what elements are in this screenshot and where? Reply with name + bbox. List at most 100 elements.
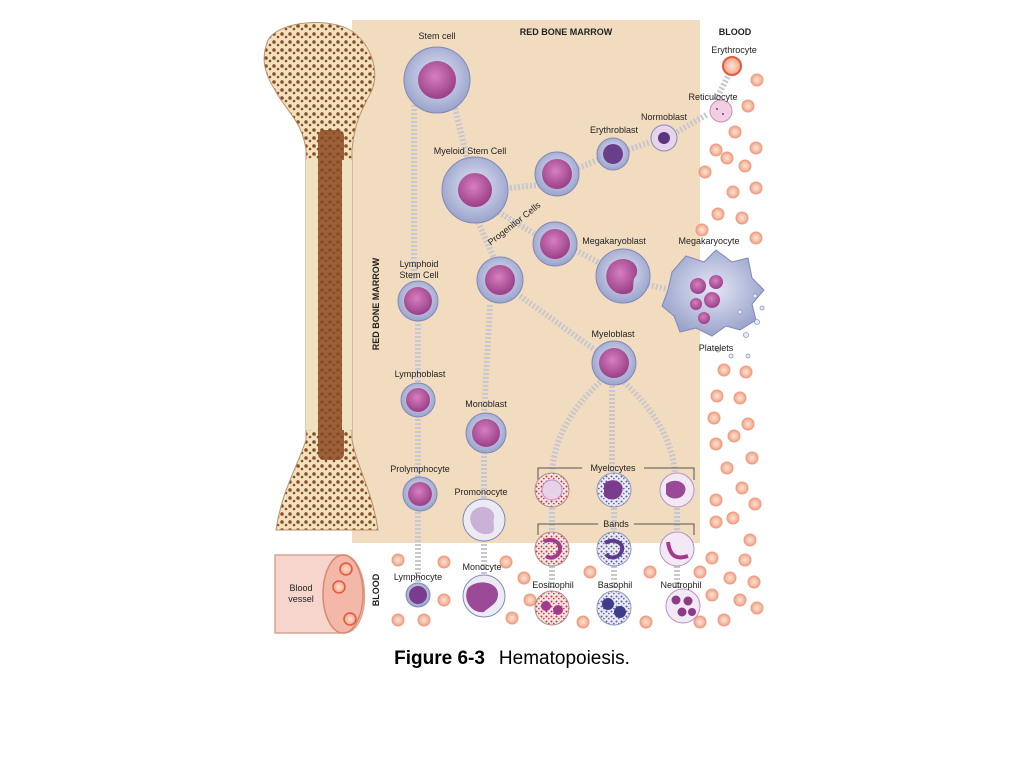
red-blood-cell [733,593,747,607]
normoblast [650,124,678,152]
red-blood-cell [709,437,723,451]
red-blood-cell [745,451,759,465]
red-blood-cell [749,231,763,245]
red-blood-cell [747,575,761,589]
monoblast [465,412,507,454]
label-monoblast: Monoblast [465,399,507,409]
red-blood-cell [711,207,725,221]
red-blood-cell [499,555,513,569]
myelocyte-eosinophilic [534,472,570,508]
red-blood-cells [391,73,764,629]
label-promonocyte: Promonocyte [454,487,507,497]
side-label-blood: BLOOD [371,573,381,606]
red-blood-cell [710,389,724,403]
red-blood-cell [698,165,712,179]
red-blood-cell [749,181,763,195]
label-myeloblast: Myeloblast [591,329,635,339]
red-blood-cell [709,515,723,529]
myeloid-stem-cell [441,156,509,224]
erythroblast [596,137,630,171]
label-lymphoblast: Lymphoblast [395,369,446,379]
red-blood-cell [748,497,762,511]
red-blood-cell [739,365,753,379]
megakaryoblast [595,248,651,304]
red-blood-cell [437,593,451,607]
red-blood-cell [717,363,731,377]
band-basophilic [596,531,632,567]
band-neutrophilic [659,531,695,567]
platelets [715,293,765,359]
lineage-connectors [411,74,731,590]
figure-caption: Figure 6-3 Hematopoiesis. [0,648,1024,670]
side-label-red-bone-marrow: RED BONE MARROW [371,257,381,350]
red-blood-cell [693,615,707,629]
figure-title: Hematopoiesis. [498,648,630,669]
red-blood-cell [726,185,740,199]
red-blood-cell [738,159,752,173]
header-red-bone-marrow: RED BONE MARROW [520,27,613,37]
label-bands: Bands [603,519,629,529]
megakaryocyte [661,249,765,337]
red-blood-cell [517,571,531,585]
monocyte [462,574,506,618]
neutrophil [665,588,701,624]
label-lymphoid-stem-cell-line2: Stem Cell [399,270,438,280]
lymphoblast [400,382,436,418]
red-blood-cell [741,417,755,431]
red-blood-cell [743,533,757,547]
red-blood-cell [723,571,737,585]
label-blood-vessel-line2: vessel [288,594,314,604]
red-blood-cell [693,565,707,579]
label-lymphoid-stem-cell-line1: Lymphoid [400,259,439,269]
band-eosinophilic [534,531,570,567]
promonocyte [462,498,506,542]
lymphoid-stem-cell [397,280,439,322]
red-blood-cell [720,151,734,165]
red-blood-cell [707,411,721,425]
red-blood-cell [741,99,755,113]
red-blood-cell [437,555,451,569]
myeloblast [591,340,637,386]
red-blood-cell [639,615,653,629]
erythrocyte [722,56,742,76]
red-blood-cell [727,429,741,443]
basophil [596,590,632,626]
red-blood-cell [417,613,431,627]
prolymphocyte [402,476,438,512]
red-blood-cell [735,211,749,225]
red-blood-cell [705,588,719,602]
label-lymphocyte: Lymphocyte [394,572,442,582]
hematopoiesis-diagram: RED BONE MARROW BLOOD RED BONE MARROW BL… [263,20,765,634]
red-blood-cell [583,565,597,579]
eosinophil [534,590,570,626]
label-platelets: Platelets [699,343,734,353]
red-blood-cell [391,553,405,567]
red-blood-cell [720,461,734,475]
lymphocyte [405,582,431,608]
red-blood-cell [738,553,752,567]
label-myeloid-stem-cell: Myeloid Stem Cell [434,146,507,156]
label-erythroblast: Erythroblast [590,125,639,135]
label-blood-vessel-line1: Blood [289,583,312,593]
progenitor-cell-granulocytic [476,256,524,304]
label-monocyte: Monocyte [462,562,501,572]
myelocyte-basophilic [596,472,632,508]
red-blood-cell [709,493,723,507]
label-megakaryoblast: Megakaryoblast [582,236,646,246]
label-erythrocyte: Erythrocyte [711,45,757,55]
red-blood-cell [728,125,742,139]
red-blood-cell [643,565,657,579]
label-normoblast: Normoblast [641,112,688,122]
red-blood-cell [391,613,405,627]
red-blood-cell [726,511,740,525]
progenitor-cell-megakaryocytic [532,221,578,267]
figure-number: Figure 6-3 [394,648,485,669]
red-blood-cell [523,593,537,607]
red-blood-cell [705,551,719,565]
group-brackets [537,467,695,535]
femur-bone-illustration [263,22,379,531]
reticulocyte [709,99,733,123]
red-blood-cell [709,143,723,157]
label-megakaryocyte: Megakaryocyte [678,236,739,246]
red-blood-cell [750,73,764,87]
